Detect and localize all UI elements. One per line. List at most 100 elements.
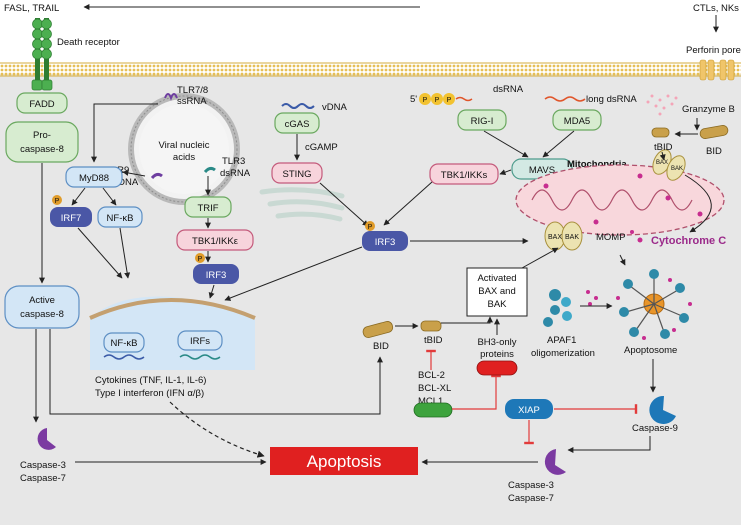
nucleus-irfs-label: IRFs xyxy=(190,336,210,347)
irf3-central-box xyxy=(362,231,408,251)
five-prime-label: 5' xyxy=(410,94,417,105)
tbid-intrinsic-label: tBID xyxy=(424,335,443,346)
caspase3-right-label: Caspase-3 xyxy=(508,480,554,491)
apaf1-label-1: APAF1 xyxy=(547,335,576,346)
ppp-label-3: P xyxy=(447,97,452,104)
trif-label: TRIF xyxy=(197,203,218,214)
long-dsrna-icon xyxy=(544,96,586,102)
apoptosis-box xyxy=(270,447,418,475)
bax-bak-top-icon xyxy=(652,149,686,181)
bax-bottom-label: BAX xyxy=(548,234,562,241)
irf7-box xyxy=(50,207,92,227)
er-icon xyxy=(259,187,345,222)
active-caspase8-label-1: Active xyxy=(29,295,55,306)
active-caspase8-box xyxy=(4,285,80,329)
caspase37-left-icon xyxy=(37,428,56,450)
xiap-label: XIAP xyxy=(518,405,540,416)
irf3-tlr-box xyxy=(193,264,239,284)
long-dsrna-label: long dsRNA xyxy=(586,94,637,105)
fadd-box xyxy=(16,92,68,114)
dna-helix-left-icon xyxy=(103,354,145,360)
bax-top-label: BAX xyxy=(656,160,668,166)
vdna-icon xyxy=(281,103,315,109)
cytochrome-c-label: Cytochrome C xyxy=(651,235,726,247)
irf3-central-p-label: P xyxy=(368,224,373,231)
irf3-tlr-label: IRF3 xyxy=(206,270,227,281)
tlr78-label: TLR7/8 xyxy=(177,85,208,96)
bh3-only-label-1: BH3-only xyxy=(477,337,516,348)
cytokines-label: Cytokines (TNF, IL-1, IL-6) xyxy=(95,375,206,386)
ligand-fasl-trail: FASL, TRAIL xyxy=(4,3,59,14)
activated-label-3: BAK xyxy=(487,299,507,310)
myd88-box xyxy=(65,166,123,188)
viral-nucleic-acids-2: acids xyxy=(173,152,195,163)
procaspase8-label-1: Pro- xyxy=(33,130,51,141)
interferon-label: Type I interferon (IFN α/β) xyxy=(95,388,204,399)
nucleus-irfs-box xyxy=(177,330,223,351)
bh3-only-pill xyxy=(476,360,518,376)
bid-intrinsic-label: BID xyxy=(373,341,389,352)
ligand-ctls-nks: CTLs, NKs xyxy=(693,3,739,14)
tbk1-ikke-label: TBK1/IKKε xyxy=(192,236,239,247)
apoptosome-icon xyxy=(616,269,692,340)
dsrna-label: dsRNA xyxy=(493,84,524,95)
irf7-p-label: P xyxy=(55,198,60,205)
perforin-pore-icon xyxy=(699,59,735,81)
cgas-label: cGAS xyxy=(285,119,310,130)
apaf1-icon xyxy=(543,289,572,327)
sting-label: STING xyxy=(282,169,311,180)
tlr3-ligand-label: dsRNA xyxy=(220,168,251,179)
mavs-label: MAVS xyxy=(529,165,555,176)
granzyme-b-label: Granzyme B xyxy=(682,104,735,115)
bcl2-label: BCL-2 xyxy=(418,370,445,381)
death-receptor-label: Death receptor xyxy=(57,37,120,48)
irf3-tlr-phospho-icon xyxy=(195,253,205,263)
activated-bax-bak-box xyxy=(466,267,528,317)
mitochondria-icon xyxy=(515,164,725,236)
caspase7-right-label: Caspase-7 xyxy=(508,493,554,504)
mda5-label: MDA5 xyxy=(564,116,590,127)
ppp-label-2: P xyxy=(435,97,440,104)
ppp-label-1: P xyxy=(423,97,428,104)
cell-membrane xyxy=(0,63,741,76)
rig1-box xyxy=(457,109,507,131)
cytc-dots-icon xyxy=(586,290,598,306)
tlr78-ligand-label: ssRNA xyxy=(177,96,207,107)
cgamp-label: cGAMP xyxy=(305,142,338,153)
bh3-only-label-2: proteins xyxy=(480,349,514,360)
dna-helix-right-icon xyxy=(179,354,221,360)
activated-label-1: Activated xyxy=(477,273,516,284)
triphosphate-icon xyxy=(419,93,455,105)
fadd-label: FADD xyxy=(29,99,54,110)
tbid-intrinsic-icon xyxy=(420,320,442,332)
dsrna-short-icon xyxy=(455,96,473,102)
sting-box xyxy=(271,162,323,184)
bid-intrinsic-icon xyxy=(362,321,394,338)
procaspase8-box xyxy=(5,121,79,163)
caspase9-icon xyxy=(649,395,676,424)
active-caspase8-label-2: caspase-8 xyxy=(20,309,64,320)
rig1-label: RIG-I xyxy=(471,116,494,127)
tlr3-label: TLR3 xyxy=(222,156,245,167)
tbk1-ikks-label: TBK1/IKKs xyxy=(441,170,488,181)
myd88-label: MyD88 xyxy=(79,173,109,184)
apoptosis-label: Apoptosis xyxy=(307,452,382,471)
vdna-label: vDNA xyxy=(322,102,347,113)
bid-granzyme-label: BID xyxy=(706,146,722,157)
tbid-granzyme-label: tBID xyxy=(654,142,673,153)
endosome-icon xyxy=(128,93,240,205)
apoptosome-label: Apoptosome xyxy=(624,345,677,356)
momp-label: MOMP xyxy=(596,232,626,243)
viral-nucleic-acids-1: Viral nucleic xyxy=(158,140,209,151)
caspase3-left-label: Caspase-3 xyxy=(20,460,66,471)
nucleus-nfkb-box xyxy=(103,332,145,353)
nucleus-nfkb-label: NF-κB xyxy=(111,338,138,349)
mitochondria-label: Mitochondria xyxy=(567,159,627,170)
bak-bottom-label: BAK xyxy=(565,234,579,241)
irf3-tlr-p-label: P xyxy=(198,256,203,263)
irf7-phospho-icon xyxy=(52,195,62,205)
caspase9-label: Caspase-9 xyxy=(632,423,678,434)
cgas-box xyxy=(274,112,320,134)
